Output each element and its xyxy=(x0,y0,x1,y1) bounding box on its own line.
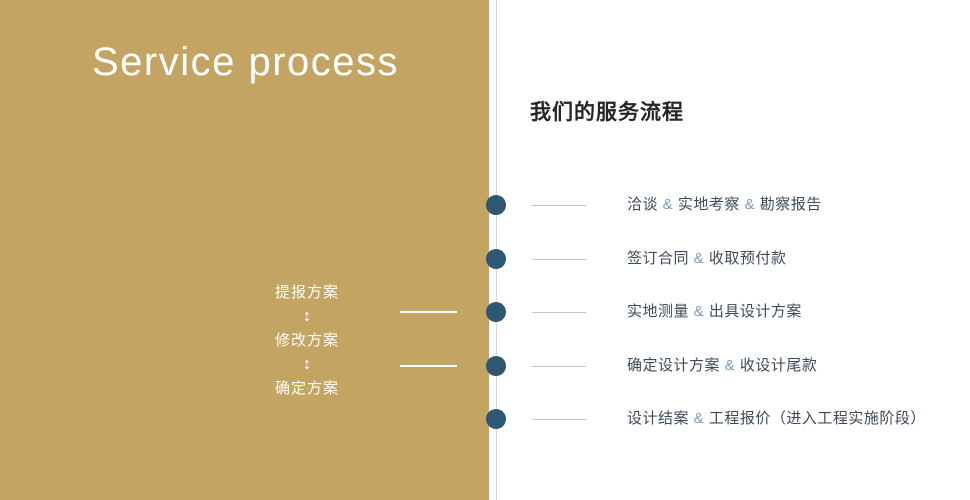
process-step: 确定设计方案 & 收设计尾款 xyxy=(0,355,970,377)
ampersand-separator: & xyxy=(689,303,709,320)
step-text-part: 出具设计方案 xyxy=(708,303,802,320)
process-step: 设计结案 & 工程报价（进入工程实施阶段） xyxy=(0,408,970,430)
step-text: 洽谈 & 实地考察 & 勘察报告 xyxy=(627,194,822,216)
step-dash xyxy=(532,205,586,206)
step-text-part: 工程报价（进入工程实施阶段） xyxy=(708,410,926,427)
up-down-arrow-icon: ↕ xyxy=(303,308,311,325)
step-text: 签订合同 & 收取预付款 xyxy=(627,248,786,270)
step-text-part: 设计结案 xyxy=(627,410,690,427)
step-text-part: 勘察报告 xyxy=(759,196,822,213)
ampersand-separator: & xyxy=(658,196,678,213)
timeline-dot-icon xyxy=(486,195,506,215)
loop-label-submit: 提报方案 xyxy=(274,284,339,301)
page-title-en: Service process xyxy=(92,40,400,84)
plan-loop: 提报方案 ↕ 修改方案 ↕ 确定方案 xyxy=(257,281,357,400)
up-down-arrow-icon: ↕ xyxy=(303,356,311,373)
process-step: 签订合同 & 收取预付款 xyxy=(0,248,970,270)
ampersand-separator: & xyxy=(689,410,709,427)
process-step: 洽谈 & 实地考察 & 勘察报告 xyxy=(0,194,970,216)
connector-line xyxy=(400,311,457,313)
step-text-part: 确定设计方案 xyxy=(627,357,721,374)
timeline-dot-icon xyxy=(486,249,506,269)
step-text-part: 实地测量 xyxy=(627,303,690,320)
step-text-part: 实地考察 xyxy=(677,196,740,213)
step-dash xyxy=(532,366,586,367)
left-panel: Service process 提报方案 ↕ 修改方案 ↕ 确定方案 xyxy=(0,0,489,500)
ampersand-separator: & xyxy=(689,250,709,267)
connector-line xyxy=(400,365,457,367)
step-dash xyxy=(532,419,586,420)
step-text: 实地测量 & 出具设计方案 xyxy=(627,301,802,323)
timeline-dot-icon xyxy=(486,356,506,376)
timeline-dot-icon xyxy=(486,302,506,322)
ampersand-separator: & xyxy=(739,196,760,213)
loop-label-confirm: 确定方案 xyxy=(274,380,339,397)
loop-label-revise: 修改方案 xyxy=(274,332,339,349)
step-dash xyxy=(532,312,586,313)
step-text: 确定设计方案 & 收设计尾款 xyxy=(627,355,817,377)
ampersand-separator: & xyxy=(720,357,740,374)
timeline-dot-icon xyxy=(486,409,506,429)
page-title-cn: 我们的服务流程 xyxy=(530,101,684,124)
step-dash xyxy=(532,259,586,260)
step-text-part: 收取预付款 xyxy=(708,250,787,267)
step-text: 设计结案 & 工程报价（进入工程实施阶段） xyxy=(627,408,926,430)
step-text-part: 洽谈 xyxy=(627,196,659,213)
process-step: 实地测量 & 出具设计方案 xyxy=(0,301,970,323)
step-text-part: 签订合同 xyxy=(627,250,690,267)
step-text-part: 收设计尾款 xyxy=(739,357,818,374)
